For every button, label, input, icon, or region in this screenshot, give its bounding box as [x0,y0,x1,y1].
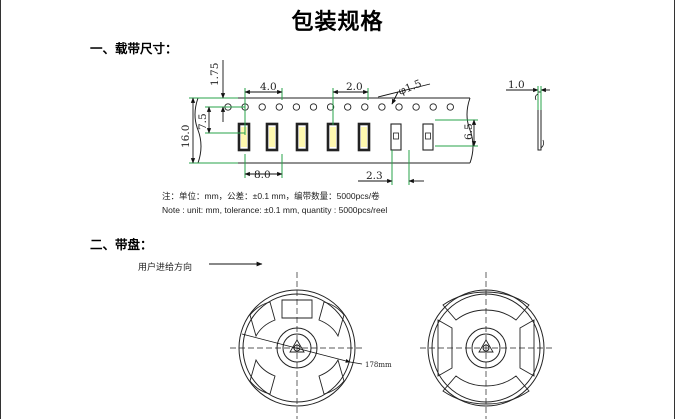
sprocket-hole [326,103,335,111]
dim-pocket-center: 7.5 [197,113,209,130]
dim-edge-offset: 1.75 [209,63,221,86]
pockets [237,122,434,152]
pocket-hole [393,132,399,140]
dim-hole-diameter: φ1.5 [397,78,424,98]
led-chip [269,127,275,147]
reel-front [230,272,365,419]
tape-outline [198,97,470,164]
tape-side-profile: 1.0 [506,79,550,151]
sprocket-holes [224,103,454,111]
sprocket-hole [395,103,403,111]
dimension-lines [190,60,477,184]
dim-pocket-pitch: 8.0 [254,169,271,181]
section-heading-tape: 一、载带尺寸： [90,41,178,56]
sprocket-hole [309,103,318,111]
led-chip [241,127,247,147]
sprocket-hole [412,103,420,111]
section-heading-reel: 二、带盘： [90,237,153,252]
page-border-left [0,0,1,419]
led-chip [361,127,367,147]
sprocket-hole [429,103,437,111]
sprocket-hole [275,103,283,111]
dim-pitch-top: 4.0 [260,81,277,93]
dim-leader-hole-arrow [391,91,399,105]
carrier-tape [194,97,474,164]
dim-hole-offset: 2.0 [346,81,363,93]
note-english: Note : unit: mm, tolerance: ±0.1 mm, qua… [162,205,388,215]
page-title: 包装规格 [291,10,384,35]
feed-direction-label: 用户进给方向 [138,263,193,273]
tape-break-left [194,97,202,164]
tape-break-right [466,97,474,164]
reel-back [420,272,552,419]
dim-tape-width: 16.0 [180,125,192,148]
reel-diameter-label: 178mm [365,361,392,369]
pocket-hole [425,132,431,140]
sprocket-hole [361,103,369,111]
sprocket-hole [344,103,352,111]
dim-leader-hole [377,83,431,98]
led-chip [330,127,336,147]
sprocket-hole [258,103,266,111]
note-chinese: 注：单位：mm，公差：±0.1 mm，编带数量：5000pcs/卷 [162,191,380,201]
sprocket-hole [292,103,301,111]
dim-pocket-length: 6.5 [463,123,475,140]
dim-thickness: 1.0 [508,79,525,91]
dim-pocket-width: 2.3 [366,170,383,182]
sprocket-hole [446,103,454,111]
sprocket-hole [378,103,386,111]
led-chip [299,127,305,147]
